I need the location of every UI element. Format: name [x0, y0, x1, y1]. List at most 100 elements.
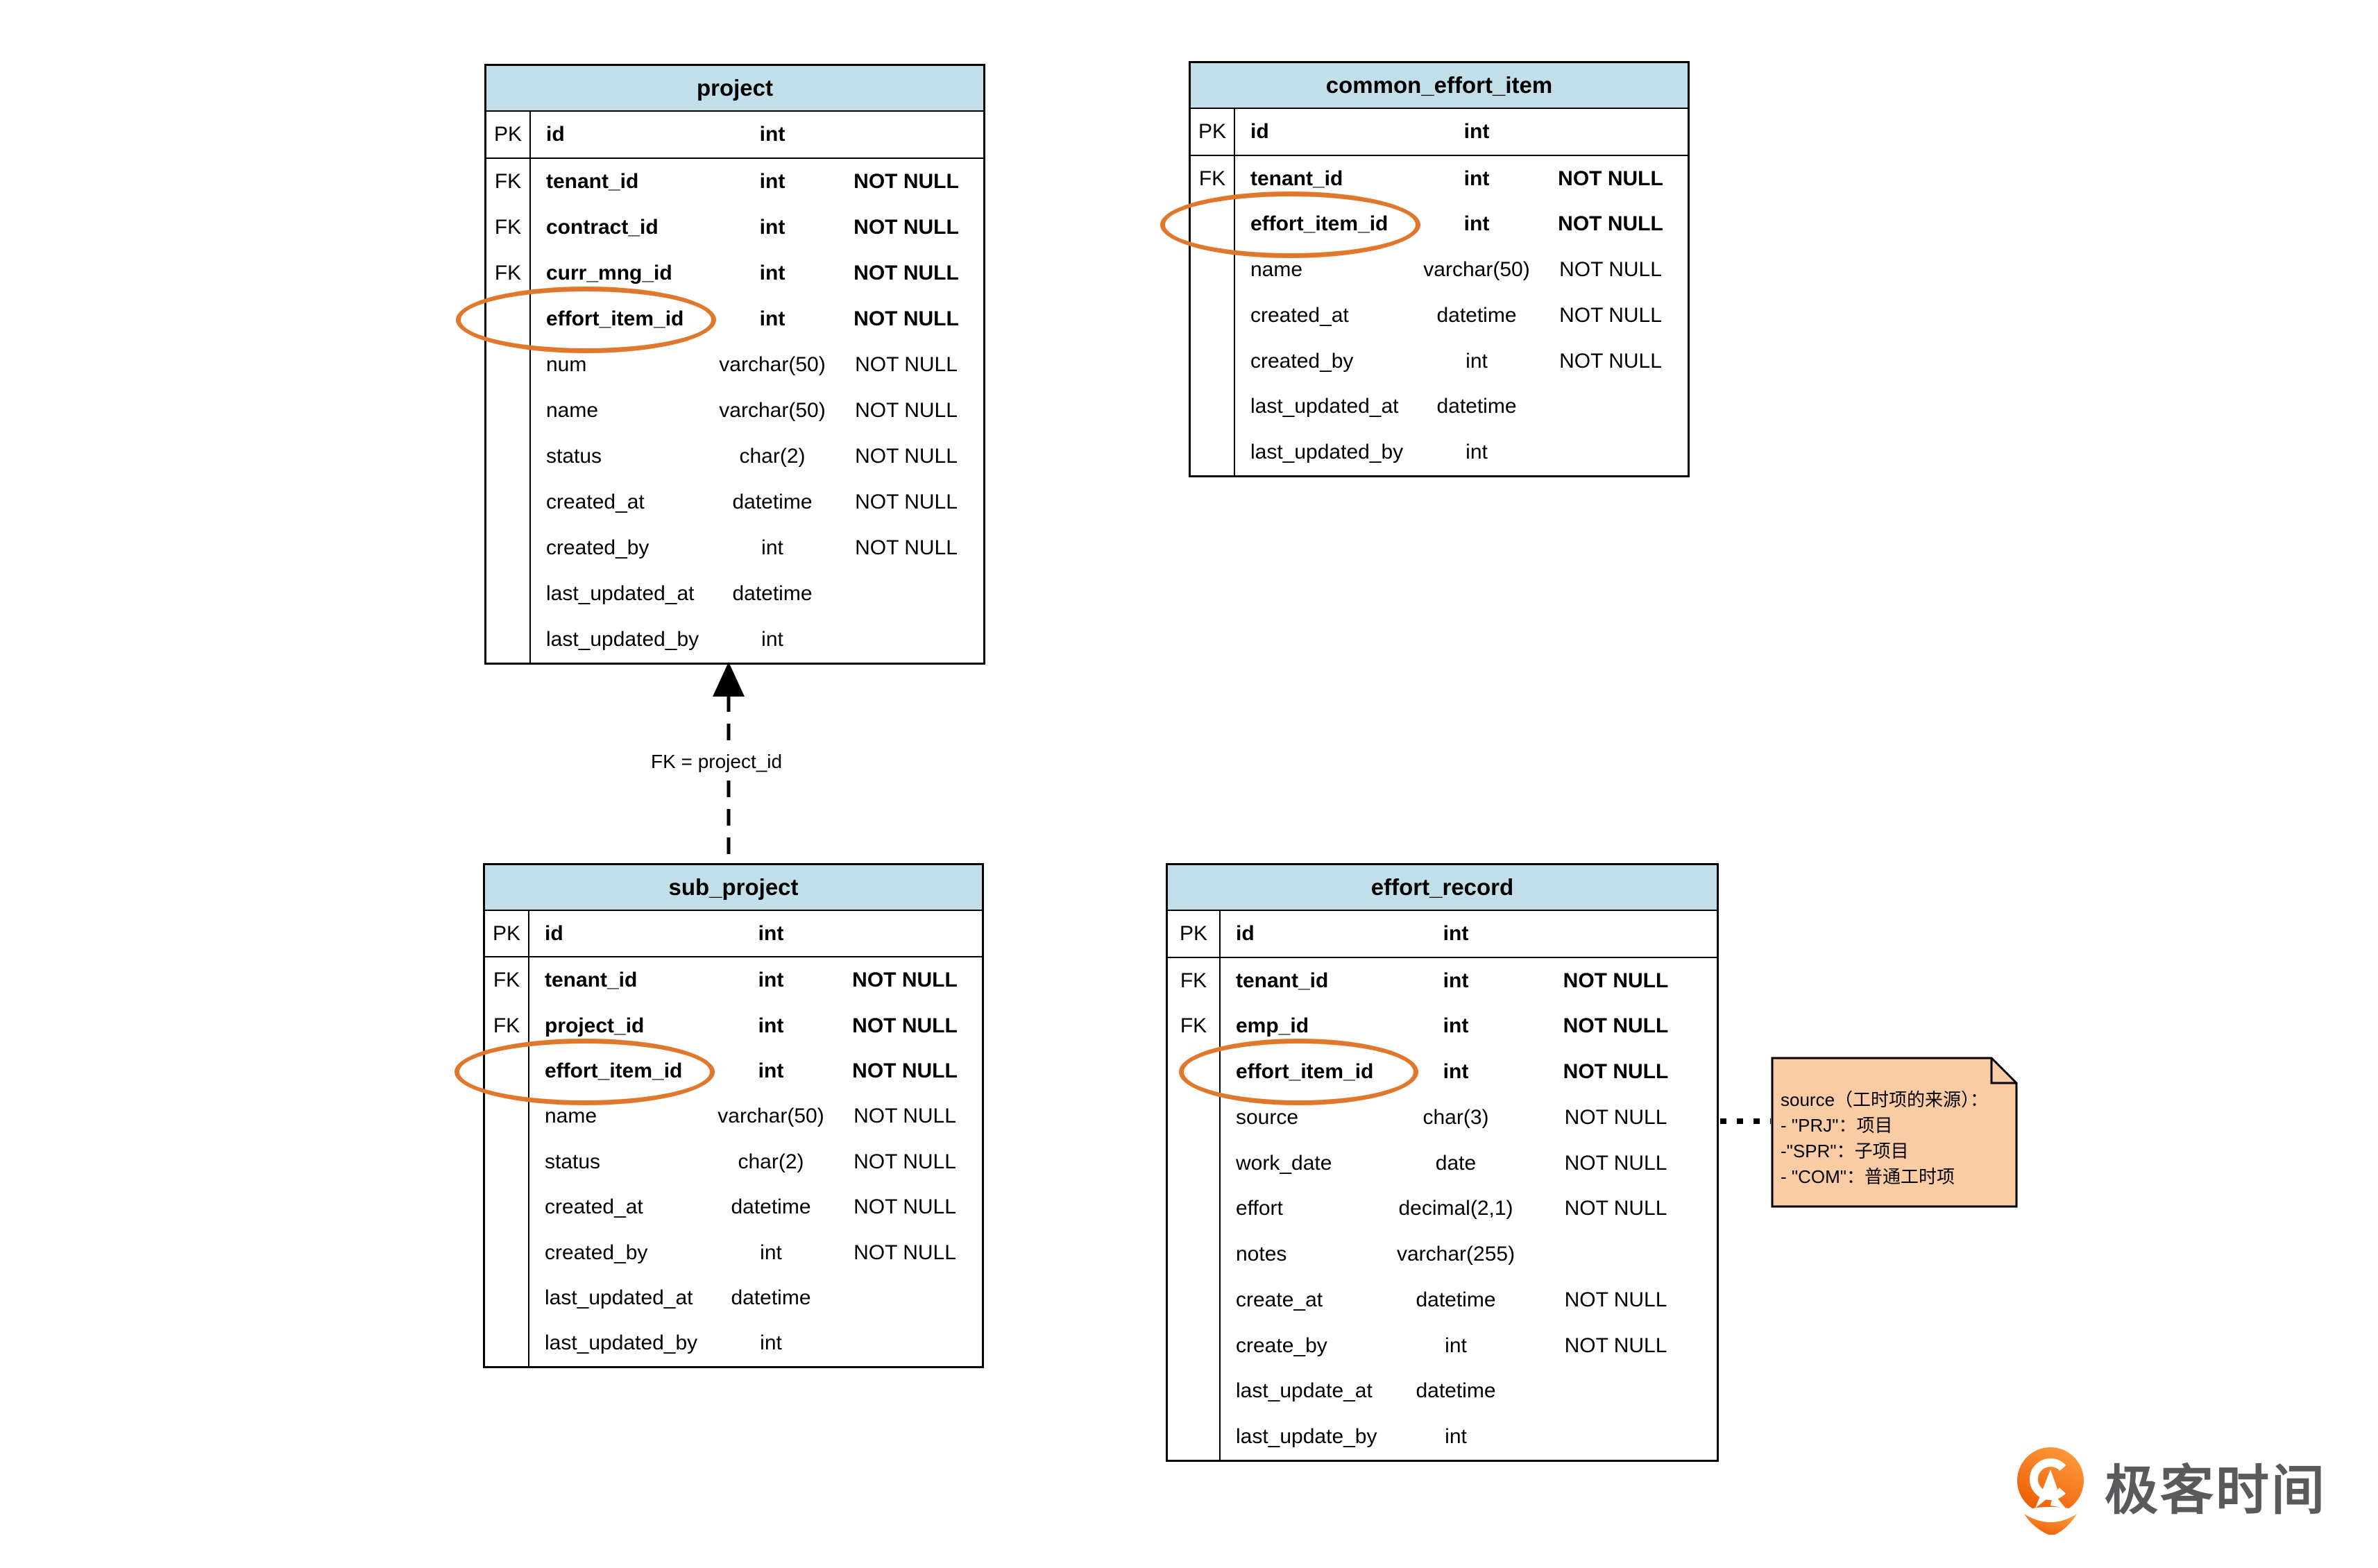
- key-badge: PK: [485, 911, 529, 957]
- table-row: FK project_id int NOT NULL: [485, 1003, 982, 1049]
- key-badge: [486, 342, 531, 388]
- geektime-logo-icon: [2016, 1447, 2084, 1535]
- table-row: created_by int NOT NULL: [485, 1229, 982, 1276]
- field-name: created_at: [1250, 303, 1349, 327]
- table-body: PK id int FK tenant_id int NOT NULL FK c…: [486, 112, 983, 663]
- key-badge: [1191, 384, 1235, 430]
- table-row: last_updated_at datetime: [485, 1275, 982, 1321]
- table-row: last_update_by int: [1168, 1414, 1717, 1460]
- field-name: tenant_id: [546, 170, 639, 193]
- field-name: source: [1236, 1105, 1299, 1129]
- field-name: notes: [1236, 1243, 1287, 1266]
- field-nullability: NOT NULL: [855, 445, 958, 468]
- key-badge: [1168, 1232, 1221, 1277]
- key-badge: PK: [1191, 109, 1235, 155]
- table-sub-project: sub_project PK id int FK tenant_id int N…: [455, 863, 984, 1368]
- field-nullability: NOT NULL: [1563, 1060, 1669, 1084]
- field-name: id: [545, 921, 563, 945]
- field-name: work_date: [1236, 1151, 1332, 1175]
- key-badge: [486, 434, 531, 479]
- field-nullability: NOT NULL: [853, 262, 959, 284]
- field-name: last_update_at: [1236, 1379, 1373, 1403]
- field-type: varchar(50): [719, 353, 826, 376]
- field-type: int: [1466, 349, 1488, 373]
- key-badge: FK: [486, 205, 531, 250]
- note-text: source（工时项的来源）： - "PRJ"：项目 -"SPR"：子项目 - …: [1781, 1087, 1988, 1190]
- field-type: int: [1443, 1060, 1469, 1084]
- field-type: int: [759, 262, 785, 284]
- field-type: int: [761, 628, 783, 651]
- table-row: create_by int NOT NULL: [1168, 1322, 1717, 1369]
- table-body: PK id int FK tenant_id int NOT NULL FK p…: [485, 911, 982, 1367]
- key-badge: [486, 571, 531, 617]
- field-nullability: NOT NULL: [852, 969, 958, 992]
- table-row: last_updated_at datetime: [1191, 384, 1688, 430]
- key-badge: FK: [486, 250, 531, 296]
- field-type: int: [759, 170, 785, 193]
- field-nullability: NOT NULL: [853, 1195, 956, 1219]
- field-name: effort: [1236, 1197, 1283, 1220]
- field-nullability: NOT NULL: [1558, 212, 1663, 236]
- key-badge: PK: [486, 112, 531, 157]
- field-nullability: NOT NULL: [853, 1150, 956, 1173]
- key-badge: [1191, 293, 1235, 339]
- table-row: effort_item_id int NOT NULL: [1191, 201, 1688, 248]
- table-row: created_by int NOT NULL: [1191, 338, 1688, 384]
- field-type: char(3): [1422, 1105, 1489, 1129]
- field-name: effort_item_id: [1236, 1060, 1374, 1084]
- field-name: status: [545, 1150, 601, 1173]
- table-row: effort_item_id int NOT NULL: [1168, 1049, 1717, 1095]
- field-name: created_by: [546, 536, 649, 559]
- note: source（工时项的来源）： - "PRJ"：项目 -"SPR"：子项目 - …: [1771, 1057, 2018, 1208]
- field-name: last_update_by: [1236, 1425, 1377, 1449]
- field-type: varchar(50): [719, 399, 826, 422]
- field-nullability: NOT NULL: [853, 1105, 956, 1128]
- table-row: PK id int: [1168, 911, 1717, 958]
- fk-relationship-label: FK = project_id: [644, 749, 790, 774]
- table-row: FK tenant_id int NOT NULL: [486, 159, 983, 205]
- field-name: last_updated_at: [545, 1286, 693, 1309]
- field-name: name: [546, 399, 599, 422]
- table-row: last_updated_at datetime: [486, 571, 983, 617]
- table-row: FK tenant_id int NOT NULL: [1191, 155, 1688, 202]
- table-row: FK tenant_id int NOT NULL: [1168, 957, 1717, 1004]
- table-title: sub_project: [485, 865, 982, 911]
- key-badge: [485, 1093, 529, 1140]
- table-row: FK curr_mng_id int NOT NULL: [486, 250, 983, 296]
- field-type: int: [1466, 441, 1488, 464]
- table-effort-record: effort_record PK id int FK tenant_id int…: [1166, 863, 1719, 1462]
- table-row: status char(2) NOT NULL: [485, 1139, 982, 1185]
- field-type: datetime: [1436, 395, 1517, 418]
- table-row: name varchar(50) NOT NULL: [1191, 247, 1688, 293]
- field-nullability: NOT NULL: [853, 216, 959, 239]
- table-row: name varchar(50) NOT NULL: [486, 388, 983, 434]
- table-row: last_updated_by int: [1191, 429, 1688, 475]
- note-line: source（工时项的来源）：: [1781, 1089, 1989, 1110]
- field-name: emp_id: [1236, 1014, 1309, 1038]
- table-title: effort_record: [1168, 865, 1717, 911]
- field-nullability: NOT NULL: [1564, 1105, 1667, 1129]
- field-name: num: [546, 353, 587, 376]
- key-badge: FK: [485, 957, 529, 1003]
- field-name: status: [546, 445, 602, 468]
- field-name: effort_item_id: [1250, 212, 1388, 236]
- table-row: create_at datetime NOT NULL: [1168, 1277, 1717, 1323]
- key-badge: [485, 1048, 529, 1094]
- field-nullability: NOT NULL: [852, 1014, 958, 1037]
- key-badge: [1191, 247, 1235, 293]
- table-body: PK id int FK tenant_id int NOT NULL effo…: [1191, 109, 1688, 475]
- table-row: effort decimal(2,1) NOT NULL: [1168, 1186, 1717, 1232]
- field-type: int: [758, 921, 784, 945]
- table-row: notes varchar(255): [1168, 1232, 1717, 1277]
- field-type: int: [1445, 1333, 1467, 1357]
- note-line: - "PRJ"：项目: [1781, 1115, 1893, 1136]
- field-type: varchar(50): [717, 1105, 824, 1128]
- field-type: char(2): [738, 1150, 804, 1173]
- field-type: int: [1443, 1014, 1469, 1038]
- field-type: int: [1443, 969, 1469, 992]
- key-badge: [485, 1139, 529, 1185]
- table-row: PK id int: [486, 112, 983, 159]
- field-name: last_updated_by: [1250, 441, 1404, 464]
